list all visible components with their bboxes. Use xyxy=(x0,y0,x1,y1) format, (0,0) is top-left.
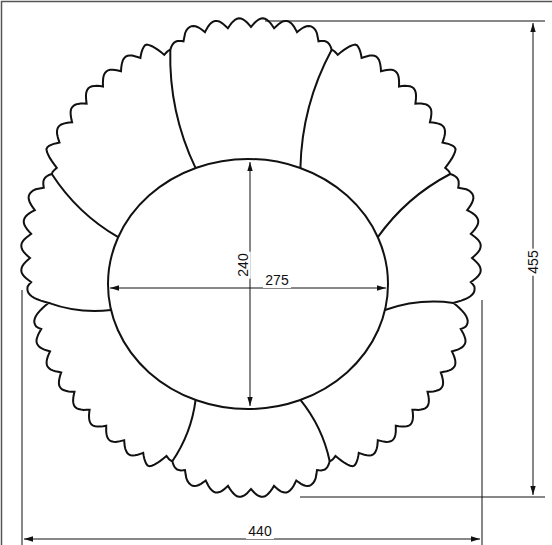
dimension-label: 240 xyxy=(235,251,251,278)
dimension-label: 275 xyxy=(263,272,290,288)
petal-divider xyxy=(170,50,195,168)
petal-dividers xyxy=(49,50,454,462)
dimension-label: 440 xyxy=(246,523,273,539)
petal-divider xyxy=(300,50,331,168)
petal-divider xyxy=(52,174,118,237)
petal-divider xyxy=(49,303,112,311)
petal-divider xyxy=(378,174,450,237)
petal-divider xyxy=(385,302,454,310)
dimension-lines xyxy=(22,21,545,545)
petal-divider xyxy=(172,400,195,461)
inner-ellipse xyxy=(108,159,388,409)
dimension-label: 455 xyxy=(525,248,541,275)
petal-divider xyxy=(300,400,329,461)
petal-outline xyxy=(21,18,480,496)
